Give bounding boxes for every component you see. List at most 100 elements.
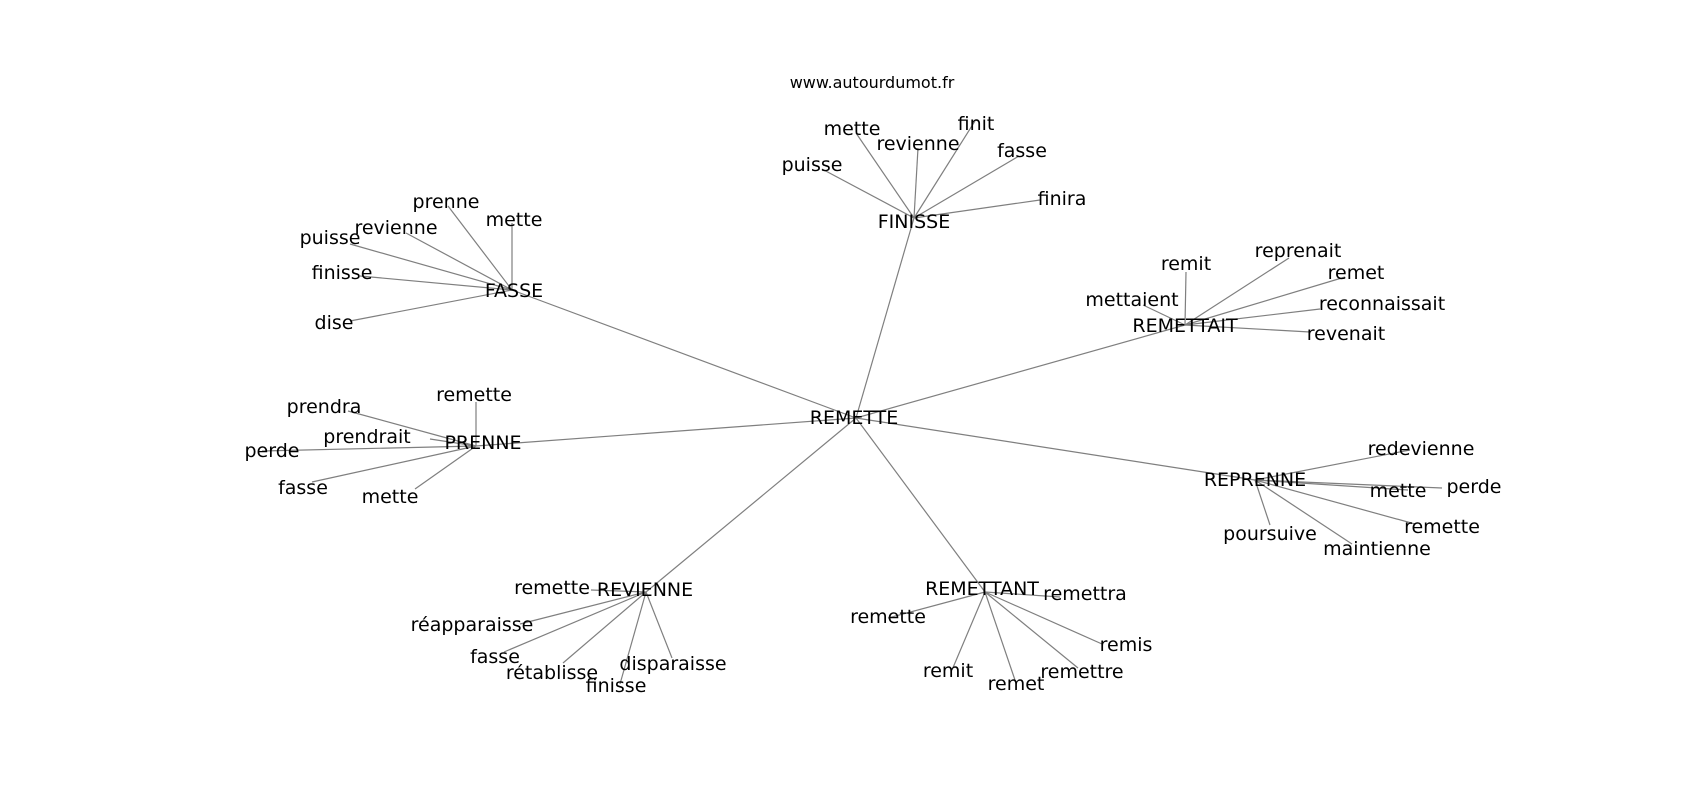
leaf-node-finisse-puisse[interactable]: puisse <box>782 154 843 176</box>
edge-reprenne-maintienne <box>1254 479 1353 545</box>
edge-reprenne-redevienne <box>1254 449 1411 481</box>
edge-revienne-reapparaisse <box>519 591 647 625</box>
leaf-node-fasse-revienne[interactable]: revienne <box>354 217 437 239</box>
leaf-node-finisse-finit[interactable]: finit <box>958 113 995 135</box>
edge-remettait-reprenait <box>1184 257 1290 326</box>
edge-prenne-prendra <box>347 410 477 447</box>
leaf-node-prenne-prendra[interactable]: prendra <box>287 396 362 418</box>
leaf-node-remettait-revenait[interactable]: revenait <box>1307 323 1385 345</box>
edge-fasse-dise <box>349 289 513 322</box>
edge-finisse-finira <box>913 199 1041 219</box>
leaf-node-remettait-reprenait[interactable]: reprenait <box>1255 240 1342 262</box>
leaf-node-remettant-remis[interactable]: remis <box>1100 634 1153 656</box>
edge-center-prenne <box>475 417 857 447</box>
leaf-node-reprenne-maintienne[interactable]: maintienne <box>1323 538 1431 560</box>
edge-finisse-revienne <box>913 147 919 219</box>
edge-finisse-finit <box>913 120 976 219</box>
leaf-node-prenne-prendrait[interactable]: prendrait <box>323 426 410 448</box>
edge-prenne-prendrait <box>429 438 477 447</box>
leaf-node-fasse-dise[interactable]: dise <box>315 312 354 334</box>
leaf-node-reprenne-redevienne[interactable]: redevienne <box>1368 438 1475 460</box>
leaf-node-revienne-finisse[interactable]: finisse <box>586 675 647 697</box>
edge-revienne-remette <box>590 589 647 593</box>
edge-fasse-prenne <box>447 205 513 291</box>
edge-prenne-fasse <box>311 445 477 483</box>
edge-prenne-mette <box>414 445 477 490</box>
hub-node-reprenne[interactable]: REPRENNE <box>1204 469 1306 491</box>
edge-remettant-remis <box>984 591 1103 645</box>
leaf-node-finisse-fasse[interactable]: fasse <box>997 140 1047 162</box>
edge-revienne-disparaisse <box>645 591 673 659</box>
edge-remettant-remettra <box>984 591 1061 598</box>
edge-finisse-puisse <box>821 168 915 219</box>
leaf-node-fasse-prenne[interactable]: prenne <box>413 191 480 213</box>
leaf-node-reprenne-poursuive[interactable]: poursuive <box>1223 523 1317 545</box>
leaf-node-remettait-mettaient[interactable]: mettaient <box>1085 289 1178 311</box>
leaf-node-remettait-reconnaissait[interactable]: reconnaissait <box>1319 293 1445 315</box>
edge-remettait-revenait <box>1184 324 1311 333</box>
edge-reprenne-remette <box>1254 479 1416 525</box>
edge-reprenne-poursuive <box>1254 479 1271 526</box>
leaf-node-prenne-remette[interactable]: remette <box>436 384 512 406</box>
leaf-node-remettant-remettra[interactable]: remettra <box>1043 583 1127 605</box>
graph-labels: www.autourdumot.fr REMETTE puissemettere… <box>245 73 1502 697</box>
leaf-node-fasse-mette[interactable]: mette <box>486 209 543 231</box>
edge-remettant-remettre <box>984 591 1079 669</box>
edge-revienne-fasse <box>503 591 647 653</box>
leaf-node-remettant-remettre[interactable]: remettre <box>1040 661 1123 683</box>
leaf-node-finisse-finira[interactable]: finira <box>1038 188 1087 210</box>
edge-center-fasse <box>511 289 857 419</box>
edge-remettait-remet <box>1184 276 1346 326</box>
edge-finisse-mette <box>855 132 915 219</box>
leaf-node-remettait-remet[interactable]: remet <box>1328 262 1385 284</box>
edge-fasse-puisse <box>349 243 513 291</box>
edge-remettant-remit <box>951 591 986 671</box>
hub-node-fasse[interactable]: FASSE <box>485 280 543 302</box>
leaf-node-finisse-revienne[interactable]: revienne <box>876 133 959 155</box>
edge-remettait-mettaient <box>1142 304 1186 326</box>
leaf-node-revienne-fasse[interactable]: fasse <box>470 646 520 668</box>
edge-center-reprenne <box>855 417 1256 481</box>
center-node[interactable]: REMETTE <box>810 407 899 429</box>
edge-revienne-retablisse <box>562 591 647 664</box>
edge-fasse-revienne <box>405 232 513 291</box>
edge-finisse-fasse <box>913 155 1020 219</box>
edge-revienne-finisse <box>619 591 647 685</box>
leaf-node-revienne-retablisse[interactable]: rétablisse <box>506 662 598 684</box>
graph-edges <box>261 120 1443 685</box>
edge-remettant-remet <box>984 591 1017 684</box>
edge-reprenne-perde <box>1254 479 1443 489</box>
leaf-node-prenne-mette[interactable]: mette <box>362 486 419 508</box>
leaf-node-fasse-finisse[interactable]: finisse <box>312 262 373 284</box>
leaf-node-reprenne-remette[interactable]: remette <box>1404 516 1480 538</box>
leaf-node-remettant-remit[interactable]: remit <box>923 660 973 682</box>
leaf-node-remettant-remette[interactable]: remette <box>850 606 926 628</box>
edge-remettant-remette <box>887 591 986 619</box>
edge-center-remettant <box>855 417 986 593</box>
hub-node-remettant[interactable]: REMETTANT <box>925 578 1039 600</box>
leaf-node-remettait-remit[interactable]: remit <box>1161 253 1211 275</box>
edge-prenne-perde <box>261 445 477 452</box>
edge-fasse-finisse <box>359 275 513 291</box>
edge-center-remettait <box>855 324 1186 419</box>
leaf-node-revienne-remette[interactable]: remette <box>514 577 590 599</box>
edge-center-revienne <box>645 417 857 593</box>
leaf-node-prenne-fasse[interactable]: fasse <box>278 477 328 499</box>
leaf-node-remettant-remet[interactable]: remet <box>988 673 1045 695</box>
leaf-node-reprenne-mette[interactable]: mette <box>1370 480 1427 502</box>
leaf-node-fasse-puisse[interactable]: puisse <box>300 227 361 249</box>
site-watermark: www.autourdumot.fr <box>790 73 955 92</box>
edge-remettait-remit <box>1184 271 1187 326</box>
hub-node-revienne[interactable]: REVIENNE <box>597 579 693 601</box>
leaf-node-revienne-reapparaisse[interactable]: réapparaisse <box>411 614 534 636</box>
edge-remettait-reconnaissait <box>1184 308 1321 326</box>
edge-center-finisse <box>855 217 915 419</box>
hub-node-finisse[interactable]: FINISSE <box>878 211 950 233</box>
hub-node-remettait[interactable]: REMETTAIT <box>1132 315 1238 337</box>
leaf-node-prenne-perde[interactable]: perde <box>245 440 300 462</box>
leaf-node-finisse-mette[interactable]: mette <box>824 118 881 140</box>
hub-node-prenne[interactable]: PRENNE <box>444 432 521 454</box>
leaf-node-reprenne-perde[interactable]: perde <box>1447 476 1502 498</box>
leaf-node-revienne-disparaisse[interactable]: disparaisse <box>619 653 726 675</box>
